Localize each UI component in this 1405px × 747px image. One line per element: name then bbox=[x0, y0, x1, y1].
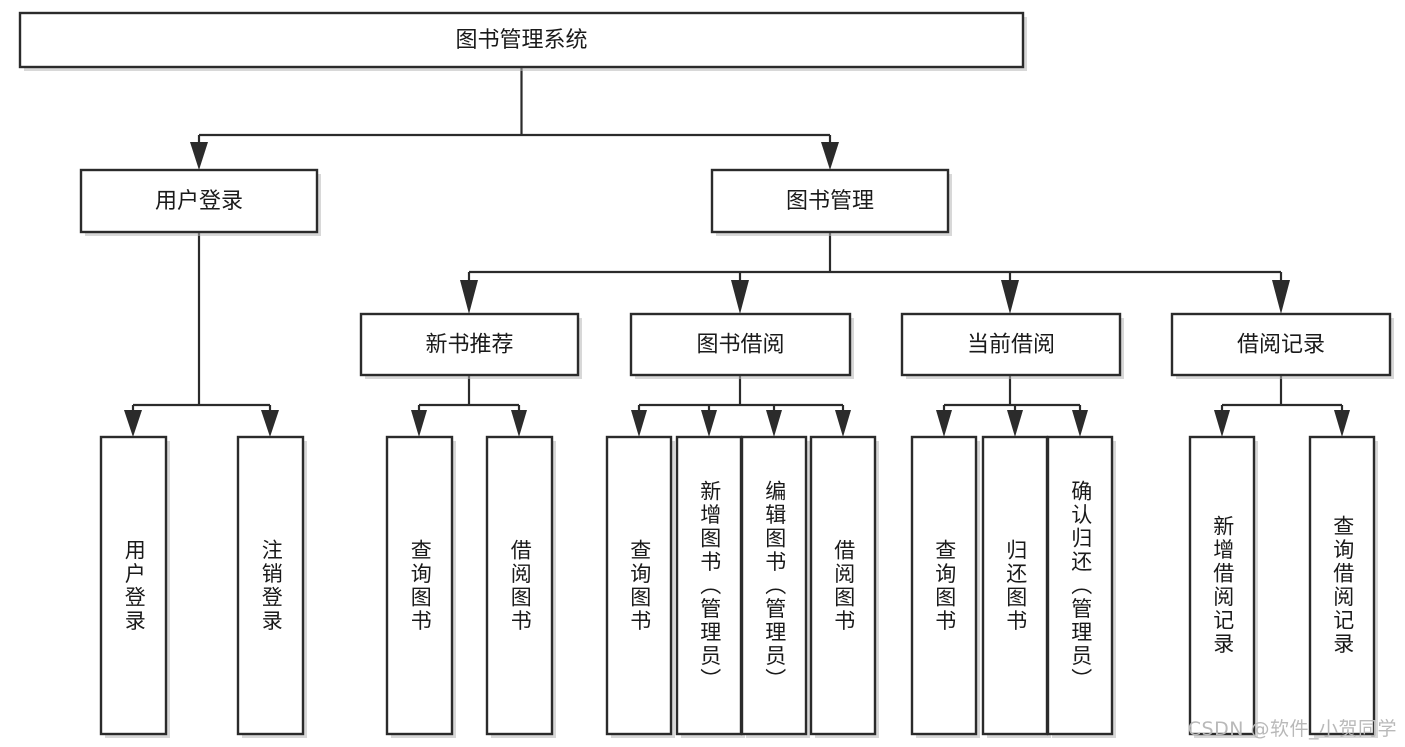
leaf-box-leaf-return-book[interactable] bbox=[981, 435, 1049, 736]
leaf-box-leaf-borrow-book-recommend[interactable] bbox=[485, 435, 554, 736]
arrow-head-leaf-query-book-recommend bbox=[411, 410, 427, 437]
leaf-box-leaf-edit-book-admin[interactable] bbox=[740, 435, 808, 736]
watermark-text: CSDN @软件_小贺同学 bbox=[1187, 718, 1397, 740]
node-label-root: 图书管理系统 bbox=[455, 28, 587, 53]
arrow-head-leaf-query-borrow-record bbox=[1334, 410, 1350, 437]
node-box-layer bbox=[18, 11, 1394, 738]
node-label-borrow-record: 借阅记录 bbox=[1237, 333, 1325, 358]
leaf-box-leaf-query-book-borrow[interactable] bbox=[605, 435, 673, 736]
node-label-new-book-recommend: 新书推荐 bbox=[425, 333, 513, 358]
node-label-book-borrow: 图书借阅 bbox=[696, 333, 784, 358]
arrow-head-book-management bbox=[821, 142, 839, 170]
leaf-box-leaf-query-book-recommend[interactable] bbox=[385, 435, 454, 736]
node-box-root[interactable] bbox=[18, 11, 1025, 69]
arrow-head-leaf-borrow-book bbox=[835, 410, 851, 437]
node-label-book-management: 图书管理 bbox=[786, 189, 874, 214]
node-label-user-login: 用户登录 bbox=[155, 189, 243, 214]
connector-layer bbox=[124, 67, 1350, 437]
node-box-current-borrow[interactable] bbox=[900, 312, 1122, 377]
leaf-box-leaf-user-login[interactable] bbox=[99, 435, 168, 736]
arrow-head-leaf-confirm-return-admin bbox=[1072, 410, 1088, 437]
arrow-head-leaf-user-login bbox=[124, 410, 142, 437]
arrow-head-book-borrow bbox=[731, 280, 749, 314]
leaf-box-leaf-confirm-return-admin[interactable] bbox=[1046, 435, 1114, 736]
arrow-head-leaf-logout-login bbox=[261, 410, 279, 437]
leaf-box-leaf-add-borrow-record[interactable] bbox=[1188, 435, 1256, 736]
node-label-current-borrow: 当前借阅 bbox=[967, 333, 1055, 358]
arrow-head-leaf-return-book bbox=[1007, 410, 1023, 437]
leaf-box-leaf-add-book-admin[interactable] bbox=[675, 435, 743, 736]
node-box-borrow-record[interactable] bbox=[1170, 312, 1392, 377]
arrow-head-leaf-borrow-book-recommend bbox=[511, 410, 527, 437]
arrow-head-new-book-recommend bbox=[460, 280, 478, 314]
arrow-head-leaf-edit-book-admin bbox=[766, 410, 782, 437]
node-box-new-book-recommend[interactable] bbox=[359, 312, 580, 377]
arrow-head-current-borrow bbox=[1001, 280, 1019, 314]
leaf-box-leaf-query-book-current[interactable] bbox=[910, 435, 978, 736]
leaf-box-leaf-borrow-book[interactable] bbox=[809, 435, 877, 736]
leaf-box-leaf-logout-login[interactable] bbox=[236, 435, 305, 736]
node-box-book-borrow[interactable] bbox=[629, 312, 852, 377]
node-box-user-login[interactable] bbox=[79, 168, 319, 234]
arrow-head-user-login bbox=[190, 142, 208, 170]
arrow-head-borrow-record bbox=[1272, 280, 1290, 314]
arrow-head-leaf-query-book-current bbox=[936, 410, 952, 437]
node-box-book-management[interactable] bbox=[710, 168, 950, 234]
arrow-head-leaf-add-borrow-record bbox=[1214, 410, 1230, 437]
arrow-head-leaf-add-book-admin bbox=[701, 410, 717, 437]
leaf-box-leaf-query-borrow-record[interactable] bbox=[1308, 435, 1376, 736]
arrow-head-leaf-query-book-borrow bbox=[631, 410, 647, 437]
